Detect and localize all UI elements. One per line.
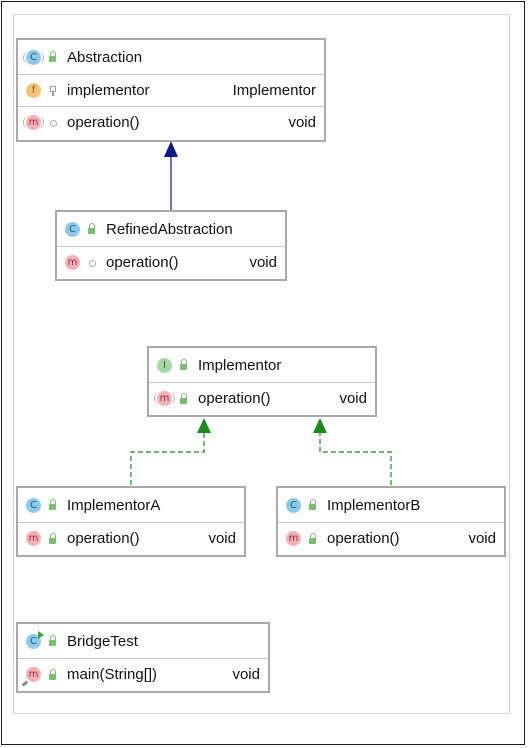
class-icon: C — [65, 221, 80, 237]
class-name: Implementor — [198, 356, 282, 374]
class-name: ImplementorB — [327, 496, 421, 514]
public-visibility-icon — [48, 668, 58, 681]
class-name: BridgeTest — [67, 632, 138, 650]
class-header: I Implementor — [149, 348, 375, 382]
package-visibility-icon — [87, 257, 97, 269]
interface-implementor[interactable]: I Implementor m operation() void — [147, 346, 377, 417]
interface-icon: I — [157, 357, 172, 373]
member-type: void — [249, 254, 277, 271]
class-abstraction[interactable]: C Abstraction f implementor Implementor … — [16, 38, 326, 142]
public-visibility-icon — [308, 532, 318, 545]
method-icon: m — [65, 255, 80, 270]
class-header: C Abstraction — [18, 40, 324, 74]
static-marker-icon — [21, 680, 29, 687]
member-name: operation() — [106, 254, 179, 271]
member-type: void — [339, 390, 367, 407]
class-implementor-b[interactable]: C ImplementorB m operation() void — [276, 486, 506, 557]
public-visibility-icon — [87, 223, 97, 235]
member-type: void — [208, 530, 236, 547]
method-row[interactable]: m operation() void — [18, 522, 244, 554]
member-name: operation() — [67, 114, 140, 131]
method-row[interactable]: m operation() void — [149, 382, 375, 414]
method-icon: m — [286, 531, 301, 546]
public-visibility-icon — [179, 359, 189, 371]
private-visibility-icon — [48, 85, 58, 97]
method-row[interactable]: m operation() void — [18, 106, 324, 138]
package-visibility-icon — [48, 117, 58, 129]
class-implementor-a[interactable]: C ImplementorA m operation() void — [16, 486, 246, 557]
member-type: void — [468, 530, 496, 547]
public-visibility-icon — [48, 532, 58, 545]
class-name: ImplementorA — [67, 496, 161, 514]
class-name: RefinedAbstraction — [106, 220, 233, 238]
class-icon: C — [286, 497, 301, 513]
field-icon: f — [26, 83, 41, 98]
class-icon: C — [26, 497, 41, 513]
public-visibility-icon — [48, 51, 58, 63]
class-name: Abstraction — [67, 48, 143, 66]
static-method-icon: m — [21, 667, 41, 687]
member-name: implementor — [67, 82, 150, 99]
runnable-class-icon: C — [26, 630, 44, 649]
method-icon: m — [26, 531, 41, 546]
method-icon: m — [154, 391, 175, 406]
method-row[interactable]: m operation() void — [278, 522, 504, 554]
class-header: C BridgeTest — [18, 624, 268, 658]
member-type: void — [288, 114, 316, 131]
class-header: C RefinedAbstraction — [57, 212, 285, 246]
member-name: main(String[]) — [67, 666, 158, 683]
public-visibility-icon — [179, 392, 189, 405]
class-bridge-test[interactable]: C BridgeTest m main(String[]) void — [16, 622, 270, 693]
field-row[interactable]: f implementor Implementor — [18, 74, 324, 106]
method-row[interactable]: m main(String[]) void — [18, 658, 268, 690]
class-refined-abstraction[interactable]: C RefinedAbstraction m operation() void — [55, 210, 287, 281]
class-icon: C — [23, 49, 44, 65]
public-visibility-icon — [308, 499, 318, 511]
run-marker-icon — [38, 630, 44, 639]
class-header: C ImplementorB — [278, 488, 504, 522]
public-visibility-icon — [48, 499, 58, 511]
member-name: operation() — [327, 530, 400, 547]
class-header: C ImplementorA — [18, 488, 244, 522]
method-icon: m — [23, 115, 44, 130]
member-name: operation() — [198, 390, 271, 407]
member-name: operation() — [67, 530, 140, 547]
member-type: Implementor — [232, 82, 316, 99]
member-type: void — [232, 666, 260, 683]
method-row[interactable]: m operation() void — [57, 246, 285, 278]
public-visibility-icon — [48, 635, 58, 647]
